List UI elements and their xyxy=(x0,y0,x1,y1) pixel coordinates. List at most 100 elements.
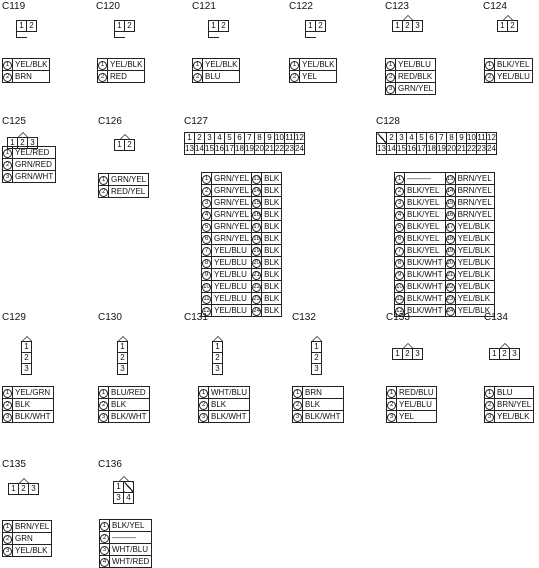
pin-number: 22 xyxy=(445,283,455,292)
wire-color: YEL/BLK xyxy=(454,244,495,257)
face-cavity: 1 xyxy=(8,483,19,495)
wire-color: YEL/BLK xyxy=(106,58,146,71)
face-cavity: 19 xyxy=(244,143,255,155)
pin-number: 2 xyxy=(293,401,302,410)
pin-number: 2 xyxy=(202,187,211,196)
connector-label-c122: C122 xyxy=(289,1,313,12)
wire-color: GRN/YEL xyxy=(210,232,253,245)
wire-color: BLU xyxy=(493,386,535,399)
pin-number: 2 xyxy=(3,535,12,544)
pin-number: 3 xyxy=(3,173,12,182)
wire-color: YEL/BLK xyxy=(454,280,495,293)
face-cavity: 4 xyxy=(406,132,417,144)
wire-color: BLK/YEL xyxy=(108,519,153,532)
pin-number: 21 xyxy=(445,271,455,280)
wire-color: BRN/YEL xyxy=(11,520,53,533)
face-cavity: 1 xyxy=(305,20,316,32)
wire-color: GRN/YEL xyxy=(107,173,150,186)
pin-number: 1 xyxy=(100,522,109,531)
pin-number: 8 xyxy=(202,259,211,268)
pin-number: 2 xyxy=(199,401,208,410)
pin-number: 3 xyxy=(3,413,12,422)
wire-color: BLK/WHT xyxy=(108,410,150,423)
pin-number: 7 xyxy=(202,247,211,256)
pin-number: 16 xyxy=(445,211,455,220)
pin-number: 1 xyxy=(202,175,211,184)
wire-color: YEL/GRN xyxy=(12,386,54,399)
face-cavity: 1 xyxy=(114,20,125,32)
wire-color: BLK xyxy=(12,398,54,411)
face-cavity: 3 xyxy=(204,132,215,144)
wire-color: BLK/YEL xyxy=(404,208,446,221)
face-cavity: 3 xyxy=(113,492,124,504)
face-cavity: 1 xyxy=(489,348,500,360)
lock-tab-icon xyxy=(208,31,219,38)
face-cavity: 14 xyxy=(386,143,397,155)
pin-number: 2 xyxy=(485,401,494,410)
wire-color: RED/YEL xyxy=(107,185,150,198)
face-cavity: 17 xyxy=(416,143,427,155)
pin-number: 23 xyxy=(445,295,455,304)
wire-color: YEL/BLU xyxy=(494,70,533,83)
pin-number: 18 xyxy=(252,235,262,244)
face-cavity: 2 xyxy=(194,132,205,144)
face-cavity: 4 xyxy=(123,492,134,504)
face-cavity: 2 xyxy=(26,20,37,32)
face-cavity: 2 xyxy=(402,348,413,360)
wire-color: YEL/BLK xyxy=(493,410,535,423)
wire-color: BLU xyxy=(201,70,241,83)
lock-tab-icon xyxy=(16,31,27,38)
face-cavity: 2 xyxy=(212,352,223,364)
face-cavity: 23 xyxy=(476,143,487,155)
face-cavity: 2 xyxy=(402,20,413,32)
wire-color: BLK xyxy=(261,280,283,293)
pin-number: 2 xyxy=(99,401,108,410)
lock-tab-icon xyxy=(21,336,32,341)
pin-number: 11 xyxy=(202,295,211,304)
face-cavity: 3 xyxy=(412,20,423,32)
wire-color: GRN xyxy=(11,532,53,545)
face-cavity: 1 xyxy=(16,20,27,32)
face-cavity: 15 xyxy=(204,143,215,155)
face-cavity: 2 xyxy=(18,483,29,495)
face-cavity: 5 xyxy=(224,132,235,144)
face-cavity: 2 xyxy=(218,20,229,32)
face-cavity: 2 xyxy=(315,20,326,32)
wire-color: YEL/BLK xyxy=(11,544,53,557)
wire-color: BLU/RED xyxy=(108,386,150,399)
